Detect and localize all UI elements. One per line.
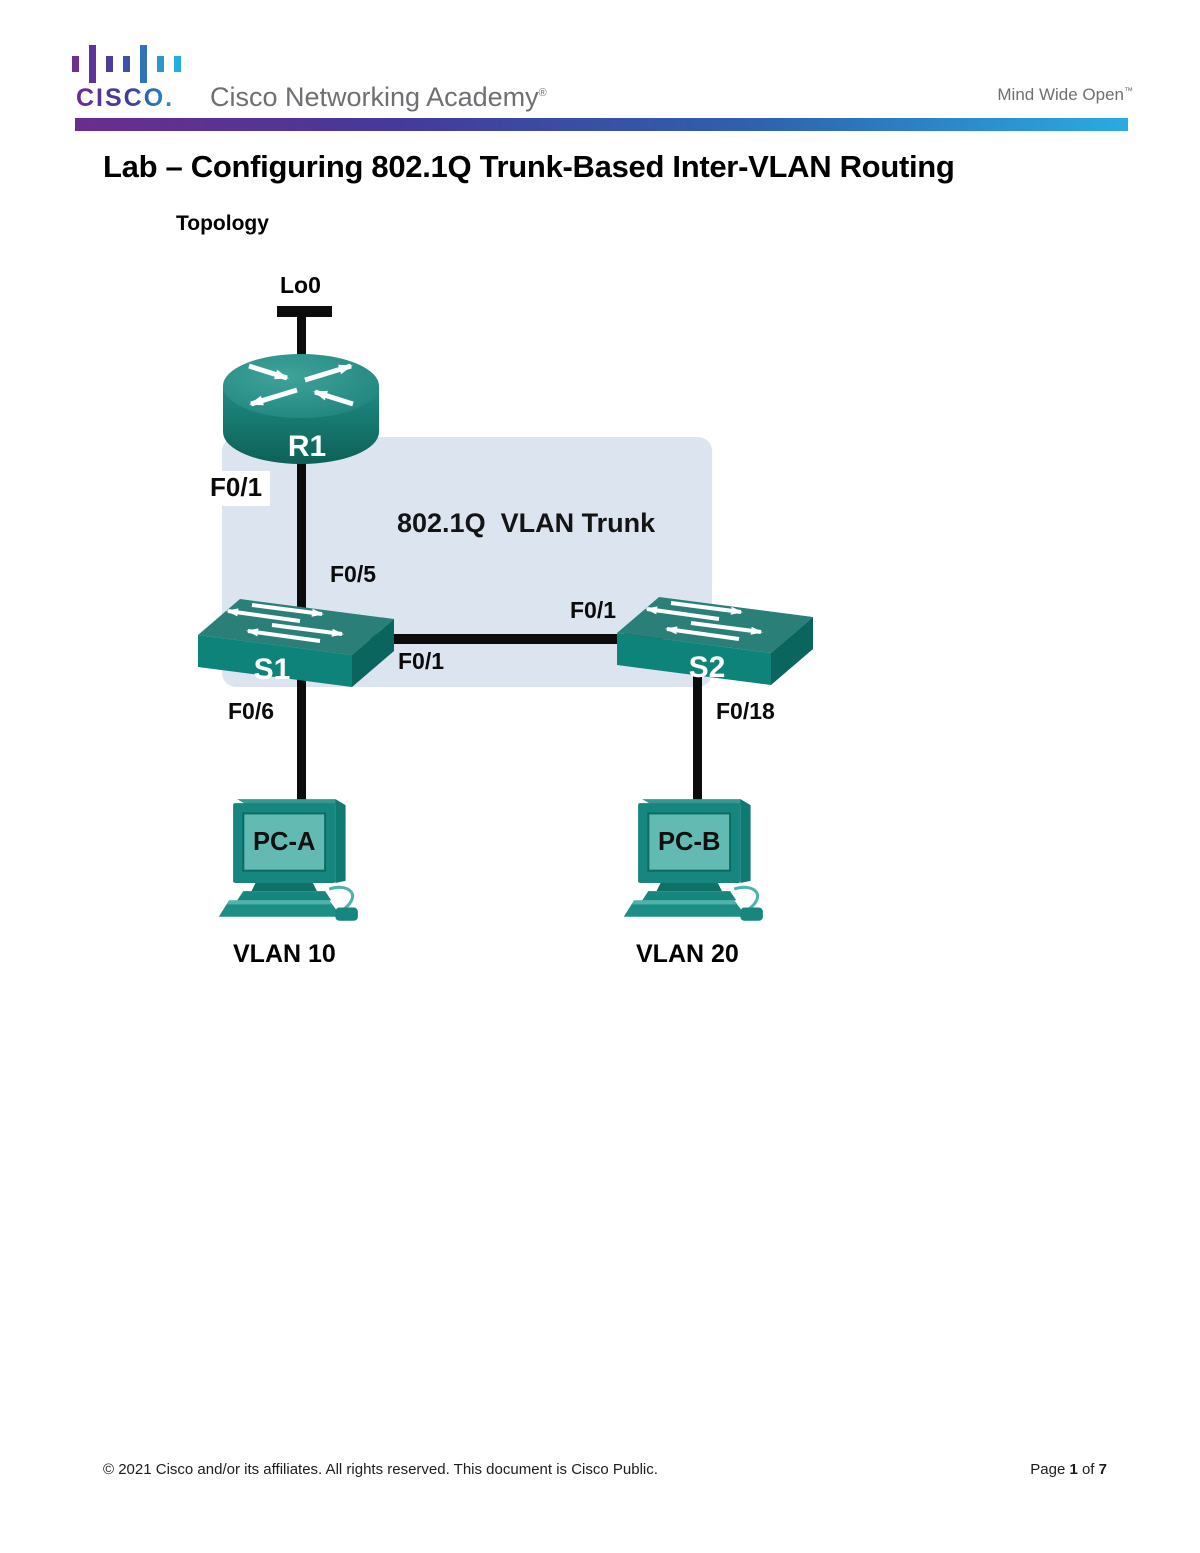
brand-title: Cisco Networking Academy®	[210, 82, 547, 113]
router-traffic-arrows	[248, 363, 354, 407]
brand-trademark: ®	[538, 87, 547, 99]
loopback-endpoint-bar	[277, 306, 332, 317]
footer-copyright: © 2021 Cisco and/or its affiliates. All …	[103, 1461, 658, 1478]
mouse-icon	[740, 907, 763, 921]
switch-s1-icon: S1	[196, 595, 398, 697]
cisco-logo-icon	[72, 44, 184, 89]
switch-s2-icon: S2	[615, 593, 817, 695]
switch-name: S2	[689, 651, 726, 684]
label-loopback0: Lo0	[280, 272, 321, 298]
label-s1-f0-1: F0/1	[398, 648, 445, 674]
router-r1-icon: R1	[221, 352, 381, 475]
footer-page-total: 7	[1098, 1461, 1107, 1478]
label-s2-f0-1: F0/1	[570, 597, 617, 623]
cisco-wordmark: CISCO.	[76, 84, 175, 112]
label-s1-f0-6: F0/6	[228, 698, 275, 724]
pc-a-icon: PC-A	[214, 795, 379, 935]
vlan-trunk-label: 802.1Q VLAN Trunk	[397, 508, 656, 538]
topology-heading: Topology	[176, 212, 269, 235]
pc-b-icon: PC-B	[619, 795, 784, 935]
tagline-text: Mind Wide Open	[997, 85, 1124, 104]
label-r1-f0-1: F0/1	[206, 471, 271, 506]
page-title: Lab – Configuring 802.1Q Trunk-Based Int…	[103, 149, 955, 184]
link-s1-s2	[370, 634, 662, 644]
label-s1-f0-5: F0/5	[330, 561, 377, 587]
pc-name: PC-A	[253, 828, 315, 856]
link-r1-s1	[297, 316, 306, 646]
link-s2-pcb	[693, 658, 702, 803]
pc-name: PC-B	[658, 828, 720, 856]
switch-traffic-arrows	[226, 603, 344, 643]
router-name: R1	[288, 430, 326, 463]
footer-page-number: 1	[1069, 1461, 1078, 1478]
tagline-trademark: ™	[1124, 85, 1133, 96]
footer-page-indicator: Page 1 of 7	[1030, 1461, 1107, 1478]
switch-traffic-arrows	[645, 601, 763, 641]
label-vlan-10: VLAN 10	[233, 940, 336, 968]
footer-page-word: Page	[1030, 1461, 1070, 1478]
label-s2-f0-18: F0/18	[716, 698, 775, 724]
mouse-icon	[335, 907, 358, 921]
brand-text: Cisco Networking Academy	[210, 82, 539, 112]
link-s1-pca	[297, 658, 306, 803]
header-divider-bar	[75, 118, 1128, 131]
footer-of-word: of	[1077, 1461, 1099, 1478]
switch-name: S1	[254, 653, 291, 686]
label-vlan-20: VLAN 20	[636, 940, 739, 968]
tagline: Mind Wide Open™	[997, 85, 1133, 105]
